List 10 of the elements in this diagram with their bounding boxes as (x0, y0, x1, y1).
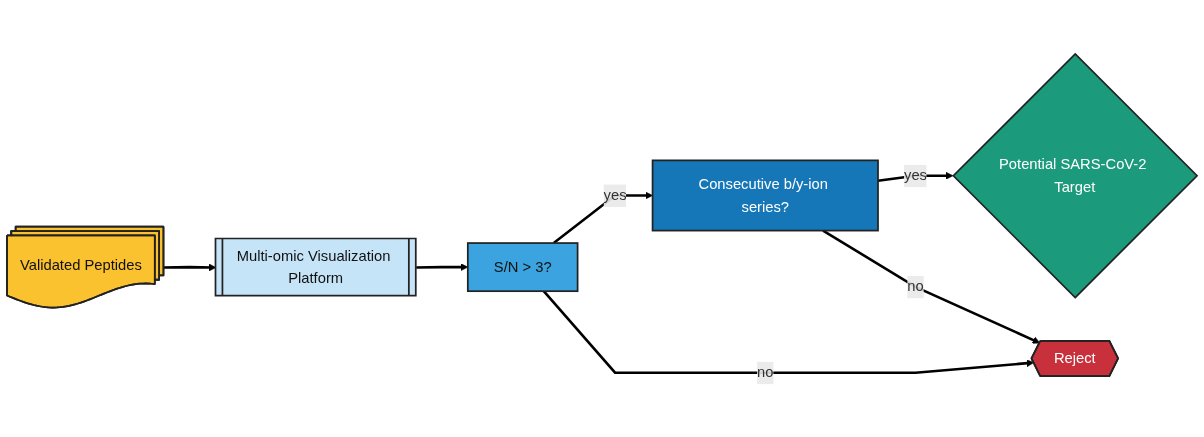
arrow (822, 229, 1041, 344)
edge-label: no (907, 278, 924, 295)
node-diamond: Potential SARS-CoV-2 Target (952, 52, 1199, 299)
arrow (163, 263, 217, 271)
edge-label: yes (603, 186, 627, 204)
node-box: Consecutive b/y-ion series? (651, 159, 879, 232)
edge-label: no (757, 363, 774, 381)
arrow (542, 290, 1035, 374)
edge-label: yes (904, 166, 927, 184)
node-box: S/N > 3? (466, 241, 579, 292)
